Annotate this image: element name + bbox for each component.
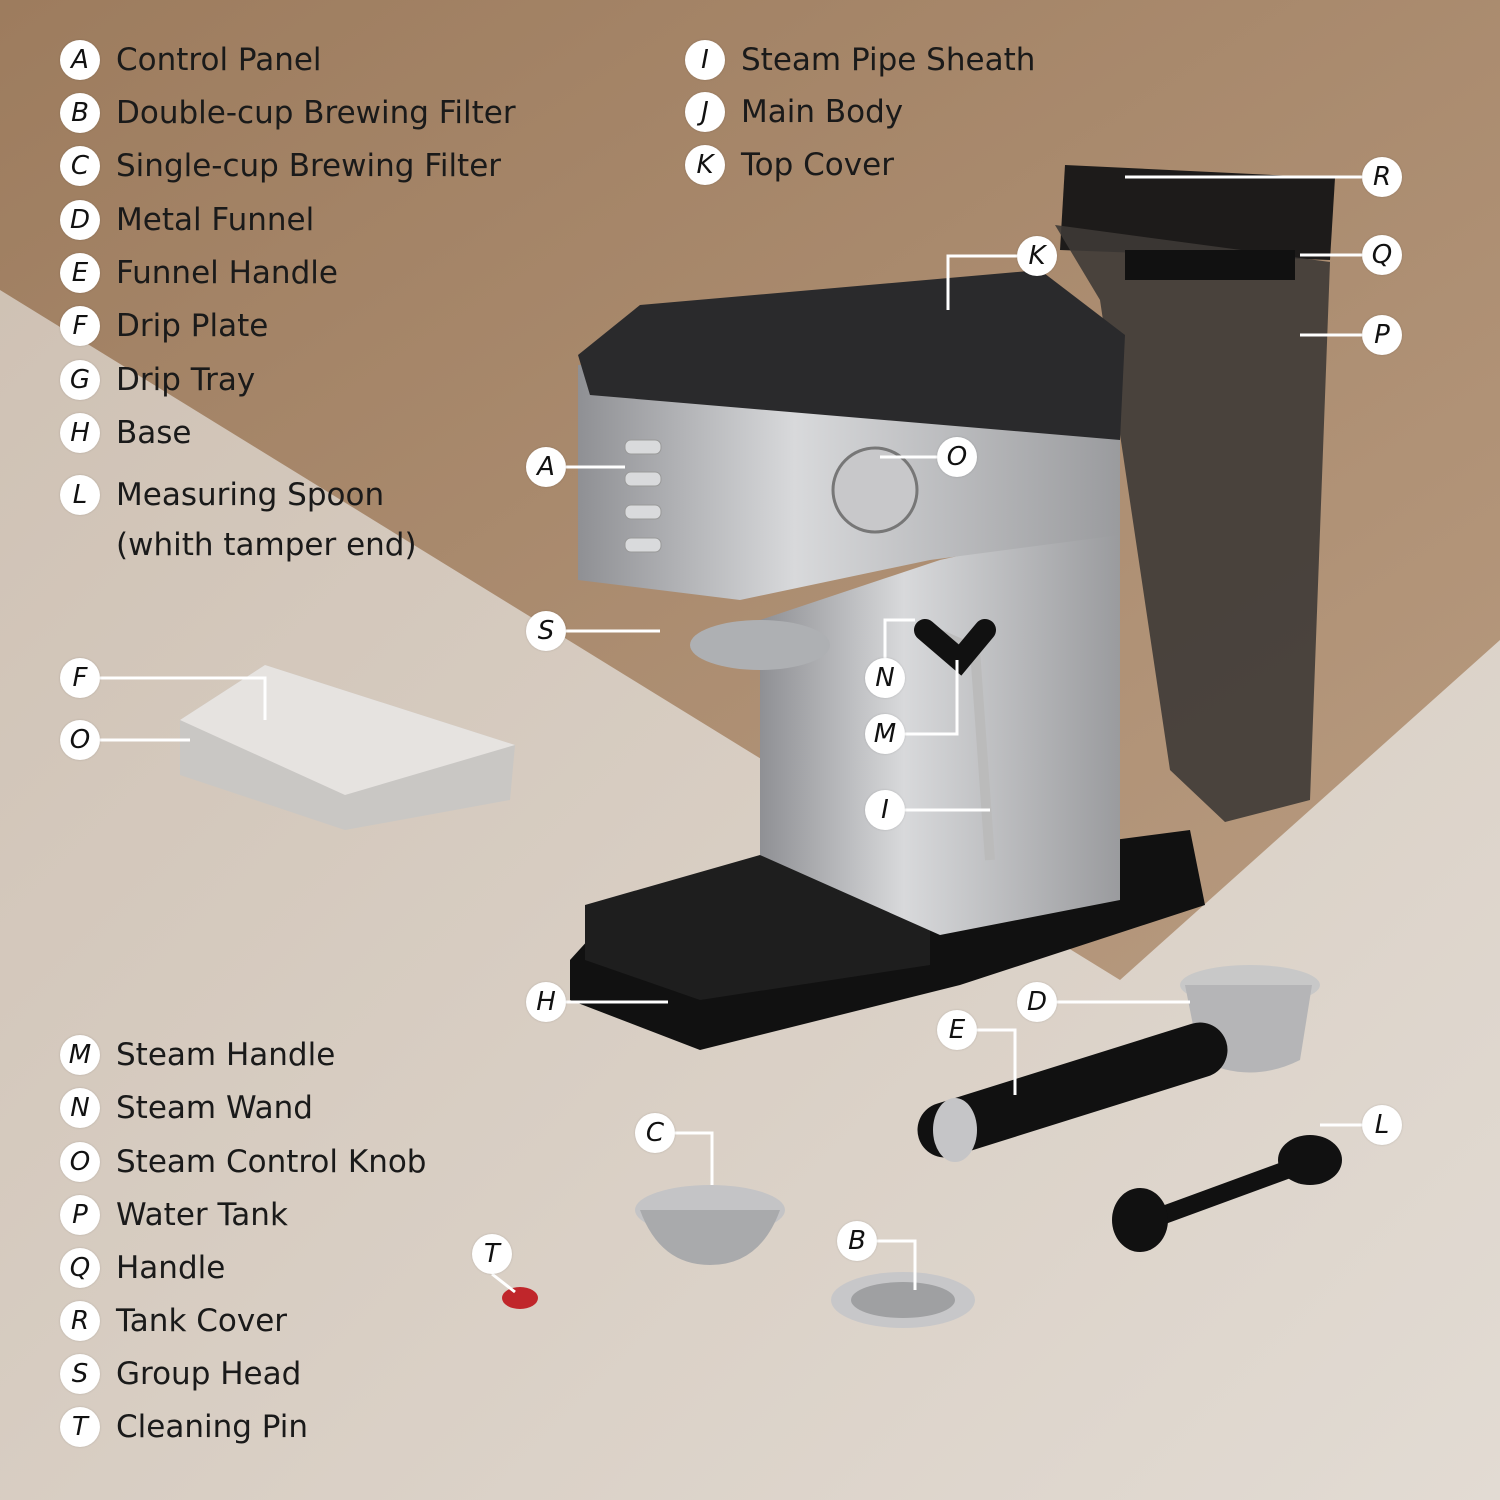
letter-badge: T — [60, 1407, 100, 1447]
legend-item: P Water Tank — [60, 1193, 288, 1237]
legend-item: K Top Cover — [685, 143, 894, 187]
letter-badge: F — [60, 306, 100, 346]
letter-badge: O — [60, 1142, 100, 1182]
main-body — [760, 520, 1120, 935]
callout-funnel-handle: E — [937, 1010, 977, 1050]
legend-item: D Metal Funnel — [60, 198, 314, 242]
callout-double-cup-filter: B — [837, 1221, 877, 1261]
legend-label: (whith tamper end) — [116, 526, 417, 563]
legend-label: Drip Plate — [116, 307, 269, 344]
legend-label: Handle — [116, 1249, 226, 1286]
legend-label: Steam Pipe Sheath — [741, 41, 1036, 78]
legend-item: E Funnel Handle — [60, 251, 338, 295]
legend-label: Drip Tray — [116, 361, 256, 398]
single-cup-filter — [635, 1185, 785, 1265]
legend-item: G Drip Tray — [60, 358, 255, 402]
letter-badge: S — [60, 1354, 100, 1394]
legend-item: T Cleaning Pin — [60, 1405, 308, 1449]
callout-single-cup-filter: C — [635, 1113, 675, 1153]
legend-label: Top Cover — [741, 146, 894, 183]
group-head — [690, 620, 830, 670]
callout-control-panel: A — [526, 447, 566, 487]
top-cover — [578, 270, 1125, 440]
letter-badge: N — [60, 1088, 100, 1128]
callout-tank-cover: R — [1362, 157, 1402, 197]
legend-label: Steam Handle — [116, 1036, 336, 1073]
callout-base: H — [526, 982, 566, 1022]
steam-control-knob — [831, 446, 919, 534]
letter-badge: D — [60, 200, 100, 240]
letter-badge: M — [60, 1035, 100, 1075]
legend-label: Group Head — [116, 1355, 302, 1392]
letter-badge: E — [60, 253, 100, 293]
legend-label: Double-cup Brewing Filter — [116, 94, 516, 131]
callout-steam-wand: N — [865, 658, 905, 698]
legend-label: Metal Funnel — [116, 201, 315, 238]
legend-item: L Measuring Spoon — [60, 473, 384, 517]
legend-label: Steam Control Knob — [116, 1143, 427, 1180]
letter-badge: C — [60, 146, 100, 186]
callout-steam-control-knob: O — [937, 437, 977, 477]
callout-handle: Q — [1362, 235, 1402, 275]
letter-badge: K — [685, 145, 725, 185]
legend-item: F Drip Plate — [60, 304, 268, 348]
legend-item: I Steam Pipe Sheath — [685, 38, 1035, 82]
legend-label: Steam Wand — [116, 1089, 313, 1126]
legend-item: Q Handle — [60, 1246, 225, 1290]
legend-item: S Group Head — [60, 1352, 301, 1396]
letter-badge: P — [60, 1195, 100, 1235]
legend-label: Base — [116, 414, 192, 451]
legend-item: N Steam Wand — [60, 1086, 313, 1130]
measuring-spoon — [1112, 1135, 1342, 1252]
letter-badge: R — [60, 1301, 100, 1341]
callout-measuring-spoon: L — [1362, 1105, 1402, 1145]
letter-badge: L — [60, 475, 100, 515]
legend-item: H Base — [60, 411, 192, 455]
legend-item: J Main Body — [685, 90, 903, 134]
legend-label: Tank Cover — [116, 1302, 288, 1339]
callout-metal-funnel: D — [1017, 982, 1057, 1022]
legend-label: Control Panel — [116, 41, 322, 78]
letter-badge: G — [60, 360, 100, 400]
legend-label-continued: (whith tamper end) — [116, 523, 417, 567]
legend-item: O Steam Control Knob — [60, 1140, 426, 1184]
callout-cleaning-pin: T — [472, 1234, 512, 1274]
funnel-handle — [917, 1022, 1228, 1158]
legend-label: Water Tank — [116, 1196, 288, 1233]
callout-steam-handle: M — [865, 714, 905, 754]
leader-lines — [100, 175, 1362, 1294]
letter-badge: H — [60, 413, 100, 453]
legend-item: C Single-cup Brewing Filter — [60, 144, 501, 188]
legend-item: A Control Panel — [60, 38, 322, 82]
legend-label: Main Body — [741, 93, 904, 130]
callout-top-cover: K — [1017, 236, 1057, 276]
callout-group-head: S — [526, 611, 566, 651]
steam-handle — [914, 619, 996, 676]
legend-item: M Steam Handle — [60, 1033, 335, 1077]
callout-steam-pipe-sheath: I — [865, 790, 905, 830]
letter-badge: A — [60, 40, 100, 80]
legend-label: Cleaning Pin — [116, 1408, 309, 1445]
water-tank — [1055, 165, 1335, 822]
control-panel — [624, 439, 662, 553]
callout-drip-tray: O — [60, 720, 100, 760]
letter-badge: I — [685, 40, 725, 80]
legend-item: R Tank Cover — [60, 1299, 287, 1343]
callout-water-tank: P — [1362, 315, 1402, 355]
legend-label: Single-cup Brewing Filter — [116, 147, 502, 184]
cleaning-pin — [502, 1287, 538, 1309]
letter-badge: Q — [60, 1248, 100, 1288]
legend-item: B Double-cup Brewing Filter — [60, 91, 516, 135]
legend-label: Measuring Spoon — [116, 476, 385, 513]
letter-badge: J — [685, 92, 725, 132]
double-cup-filter — [831, 1272, 975, 1328]
callout-drip-plate: F — [60, 658, 100, 698]
legend-label: Funnel Handle — [116, 254, 338, 291]
letter-badge: B — [60, 93, 100, 133]
